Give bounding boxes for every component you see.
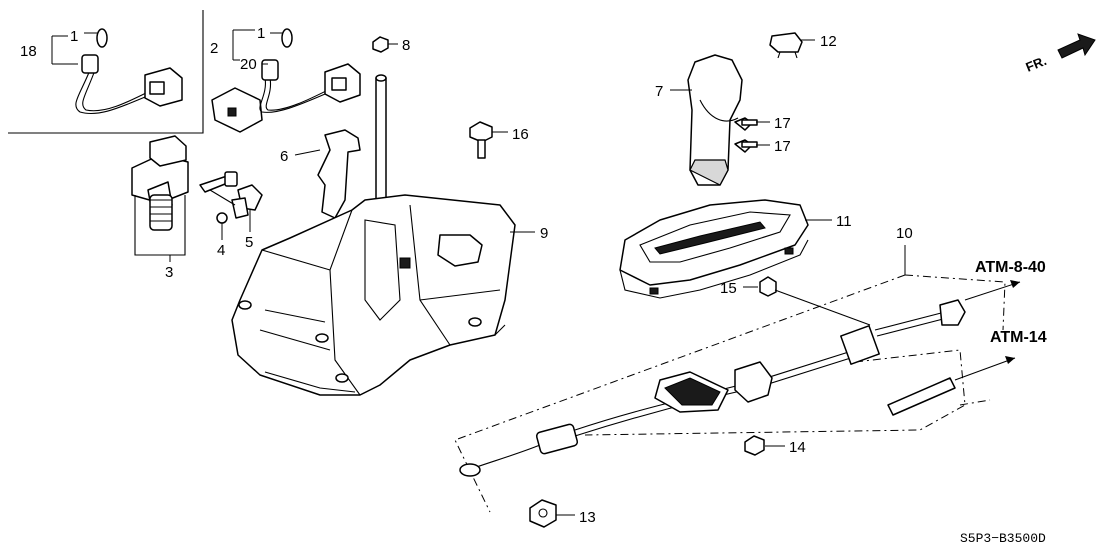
reference-atm-14: ATM-14 [990,329,1047,346]
callout-17: 17 [774,115,791,132]
callout-9: 9 [540,225,548,242]
bolt-part-15 [759,276,871,326]
callout-3: 3 [165,264,173,281]
reference-labels: ATM-8-40 ATM-14 [975,259,1047,346]
callout-labels: 1 18 1 2 20 8 12 7 6 16 17 17 3 4 5 9 11… [20,25,913,526]
front-direction-arrow: FR. [1024,33,1096,75]
screws-part-17 [734,117,758,153]
clip-part-12 [769,32,803,59]
callout-7: 7 [655,83,663,100]
pin-parts-4-5 [199,171,263,224]
bolt-part-16 [469,121,493,159]
callout-15: 15 [720,280,737,297]
callout-11: 11 [836,213,852,230]
callout-5: 5 [245,234,253,251]
harness-part-20 [211,28,361,133]
diagram-code: S5P3−B3500D [960,531,1046,546]
callout-18: 18 [20,43,37,60]
nut-part-14 [744,435,765,456]
callout-10: 10 [896,225,913,242]
switch-part-3 [131,135,189,256]
nut-part-8 [372,36,389,53]
indicator-panel-part-11 [619,199,809,299]
shift-cable-part-10 [454,274,1021,513]
leader-lines [51,29,906,516]
callout-4: 4 [217,242,225,259]
harness-part-18 [75,28,183,114]
callout-17: 17 [774,138,791,155]
reference-atm-8-40: ATM-8-40 [975,259,1046,276]
shift-knob-part-7 [687,54,743,186]
callout-16: 16 [512,126,529,143]
shift-base-part-9 [231,194,516,396]
bracket-part-6 [317,129,361,219]
callout-20: 20 [240,56,257,73]
callout-14: 14 [789,439,806,456]
callout-8: 8 [402,37,410,54]
front-direction-label: FR. [1024,53,1049,75]
callout-1: 1 [257,25,265,42]
callout-6: 6 [280,148,288,165]
callout-1: 1 [70,28,78,45]
nut-part-13 [529,499,557,528]
callout-13: 13 [579,509,596,526]
inset-box [8,10,204,134]
callout-2: 2 [210,40,218,57]
callout-12: 12 [820,33,837,50]
